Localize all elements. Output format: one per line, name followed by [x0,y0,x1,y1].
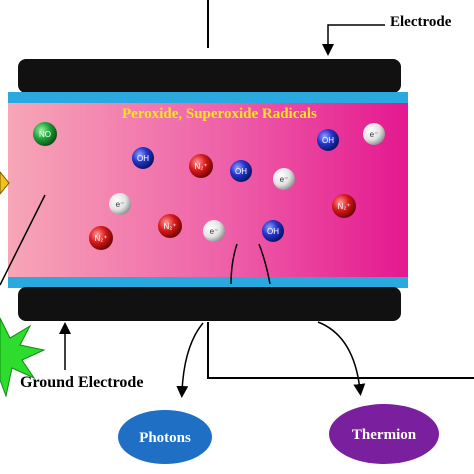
svg-text:e⁻: e⁻ [280,175,289,184]
thermion-arrow [317,321,366,396]
thermion-oval [329,404,439,464]
oh-radical: OH [132,147,154,169]
svg-text:e⁻: e⁻ [116,200,125,209]
svg-text:N₂⁺: N₂⁺ [337,202,350,211]
oh-radical: OH [230,160,252,182]
no-molecule: NO [33,122,57,146]
photons-arrow [176,322,204,398]
top-electrode-plate [18,59,401,93]
electron: e⁻ [109,193,131,215]
photons-oval [118,410,212,464]
right-wire [207,322,474,379]
emission-curve-left [230,243,238,285]
ground-electrode-label: Ground Electrode [20,374,144,391]
svg-text:OH: OH [322,136,334,145]
svg-text:e⁻: e⁻ [210,227,219,236]
electron: e⁻ [273,168,295,190]
oh-radical: OH [317,129,339,151]
n2-ion: N₂⁺ [332,194,356,218]
electrode-pointer-arrow [322,24,385,56]
electron: e⁻ [363,123,385,145]
emission-curve-right [258,243,271,285]
svg-text:OH: OH [267,227,279,236]
svg-text:N₂⁺: N₂⁺ [194,162,207,171]
thermion-label: Thermion [352,427,417,443]
input-arrow-icon [0,171,10,195]
svg-text:OH: OH [137,154,149,163]
n2-ion: N₂⁺ [189,154,213,178]
plasma-region [8,103,408,277]
electrode-label: Electrode [390,14,452,30]
svg-text:OH: OH [235,167,247,176]
electron: e⁻ [203,220,225,242]
left-pointer-line [0,194,46,286]
oh-radical: OH [262,220,284,242]
n2-ion: N₂⁺ [89,226,113,250]
svg-text:e⁻: e⁻ [370,130,379,139]
plasma-title: Peroxide, Superoxide Radicals [122,106,317,122]
no-label: NO [39,130,51,139]
photons-label: Photons [139,430,191,446]
bottom-dielectric-strip [8,277,408,288]
svg-text:N₂⁺: N₂⁺ [163,222,176,231]
svg-text:N₂⁺: N₂⁺ [94,234,107,243]
spark-flash-icon [0,317,46,398]
top-dielectric-strip [8,92,408,103]
ground-electrode-plate [18,287,401,321]
n2-ion: N₂⁺ [158,214,182,238]
